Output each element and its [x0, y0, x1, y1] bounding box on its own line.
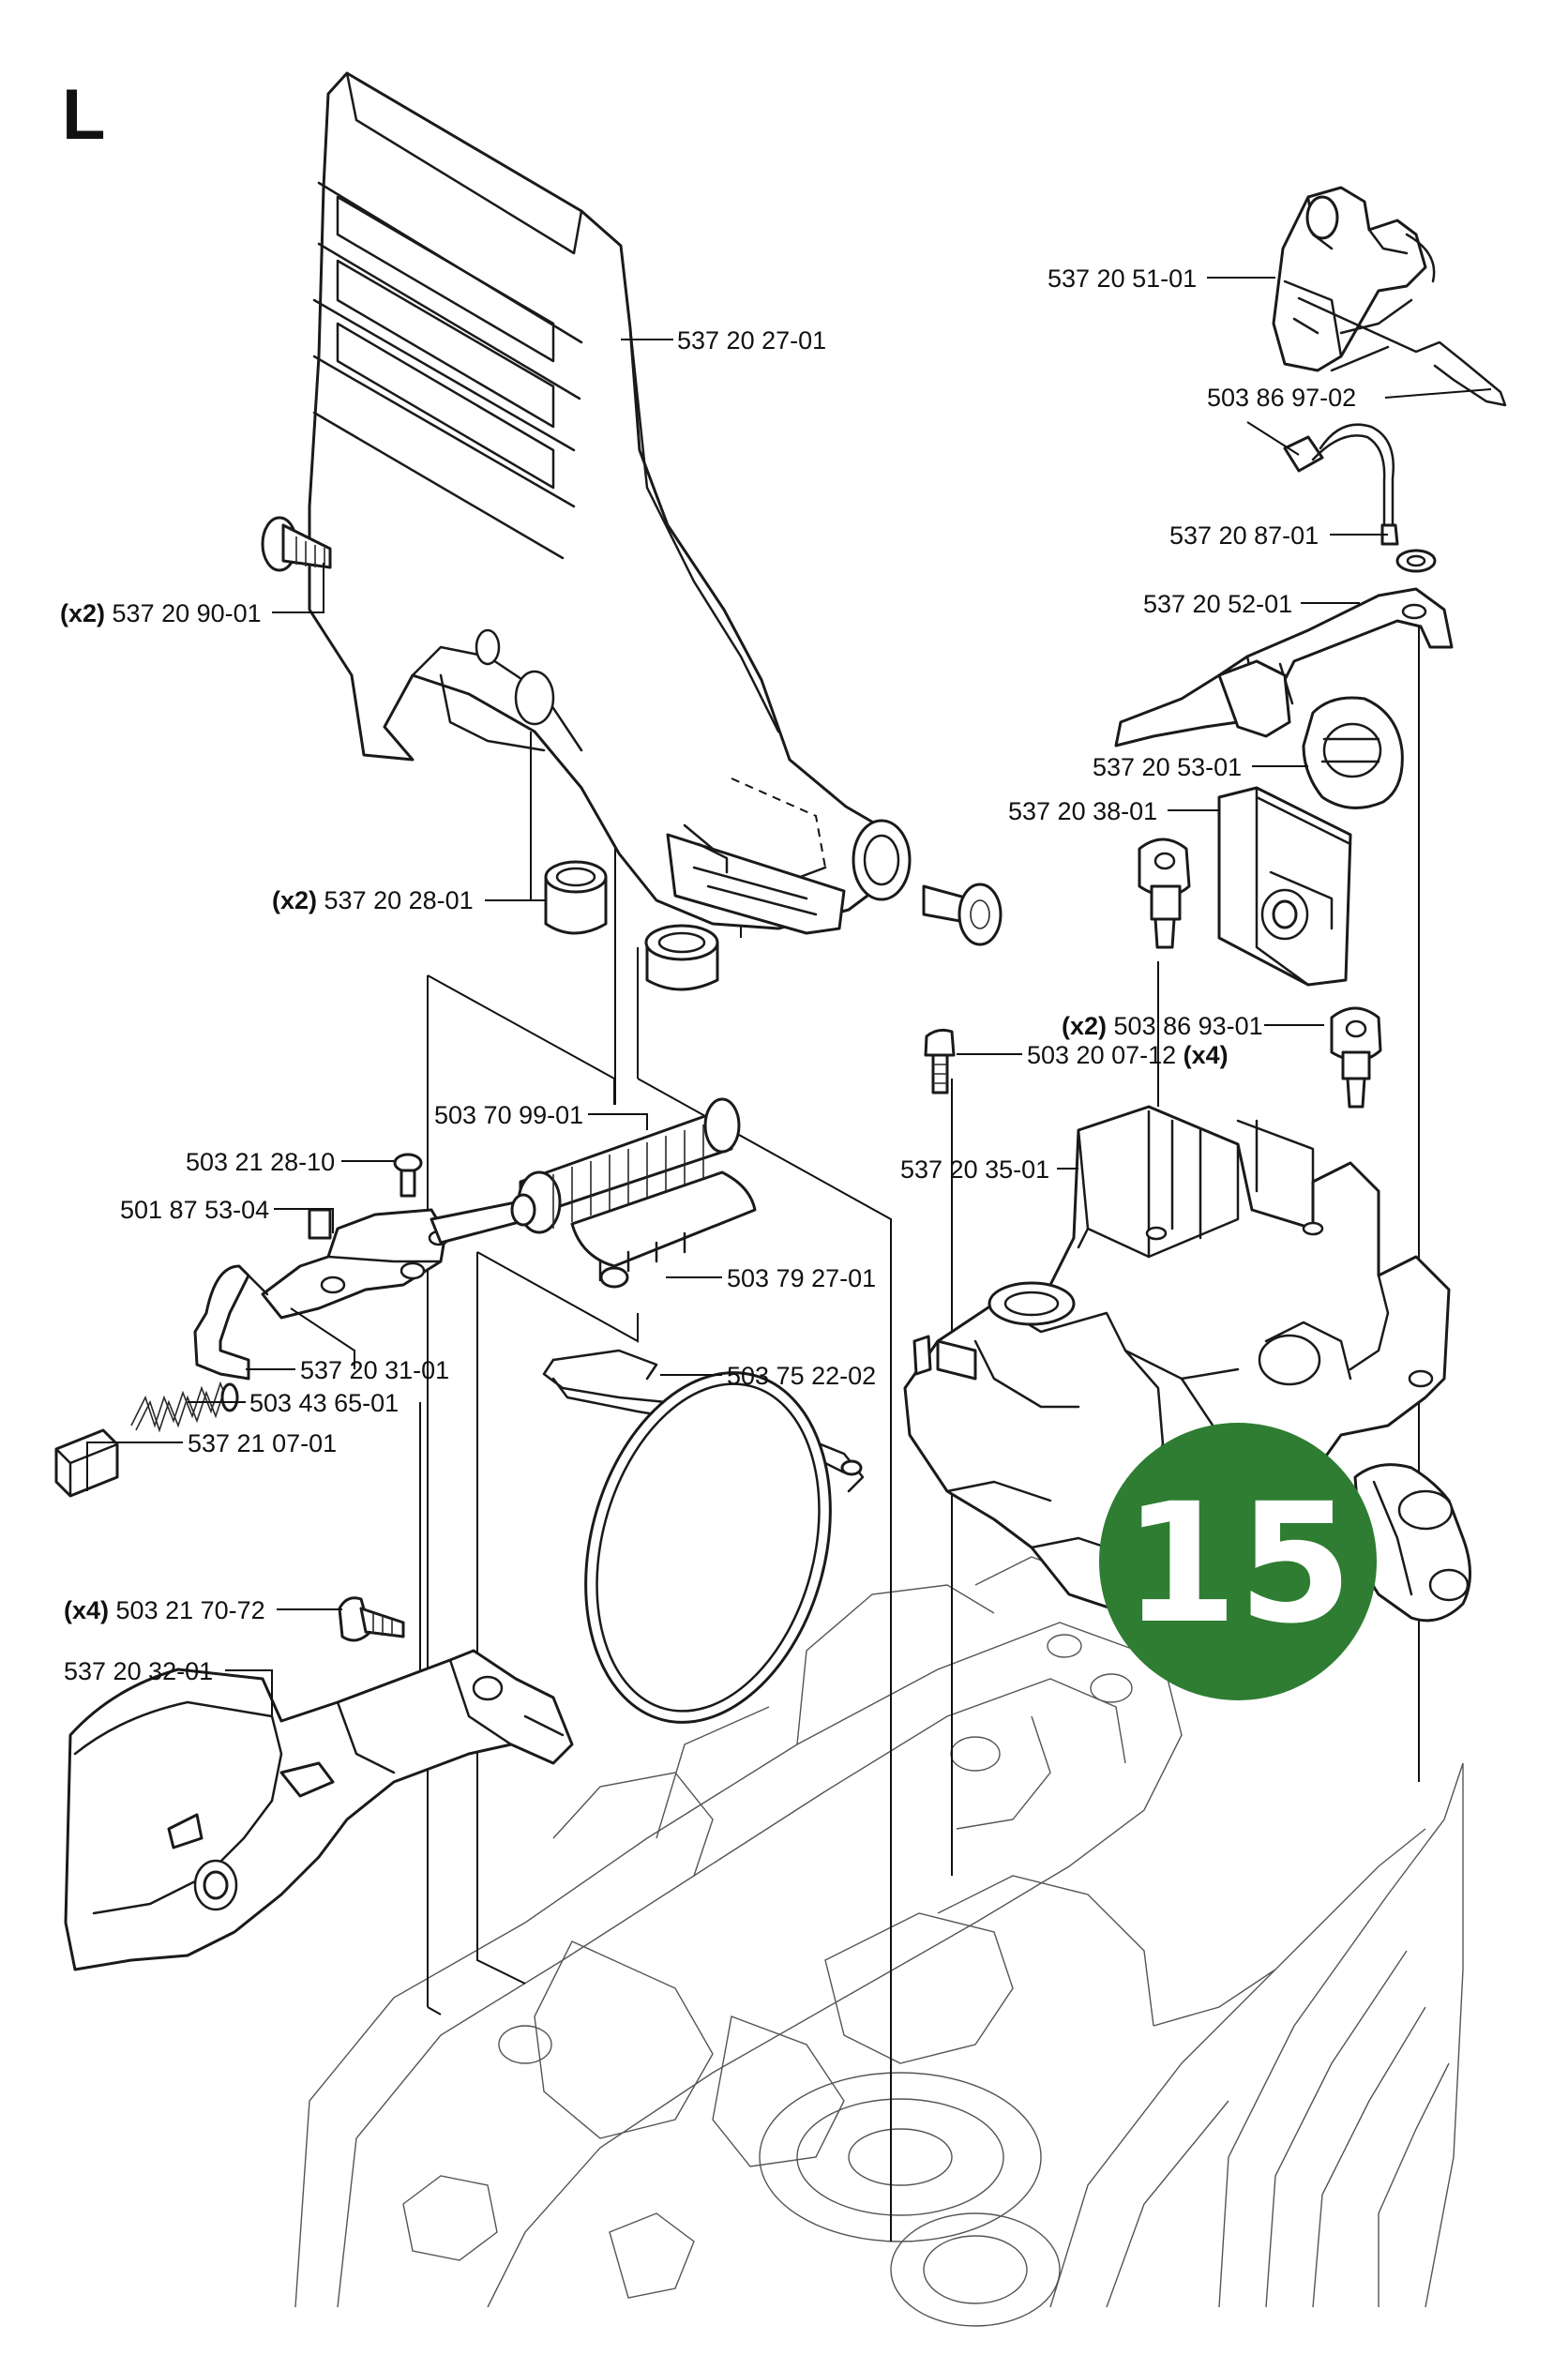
brake-housing-part [903, 1105, 1451, 1615]
part-label-4: 537 20 51-01 [1048, 264, 1197, 293]
part-label-21: (x4) 503 21 70-72 [64, 1596, 265, 1624]
grommet-part [1302, 696, 1404, 809]
bracket-part [1217, 659, 1291, 738]
part-label-5: 503 86 97-02 [1207, 384, 1356, 412]
part-label-13: 503 70 99-01 [434, 1101, 583, 1129]
brake-spring-part [517, 1097, 741, 1234]
control-plate-part [1217, 786, 1352, 987]
cable-part [1283, 423, 1437, 573]
part-label-22: 537 20 32-01 [64, 1657, 213, 1685]
part-label-3: (x2) 537 20 28-01 [272, 886, 474, 914]
part-label-11: 503 20 07-12 (x4) [1027, 1041, 1229, 1069]
part-label-1: 537 20 27-01 [677, 326, 826, 355]
bushing-part [544, 860, 719, 991]
screw-part [261, 516, 332, 572]
part-label-14: 503 21 28-10 [186, 1148, 335, 1176]
page-number-badge: 15 [1099, 1423, 1377, 1700]
handle-guard-part [308, 71, 912, 935]
brake-band-part [584, 1371, 832, 1724]
part-label-6: 537 20 87-01 [1169, 521, 1319, 550]
screw-small-part [393, 1153, 423, 1198]
part-label-15: 501 87 53-04 [120, 1196, 269, 1224]
part-label-20: 537 21 07-01 [188, 1429, 337, 1457]
bolt-part [924, 1028, 956, 1094]
part-labels: 537 20 27-01 (x2) 537 20 90-01 (x2) 537 … [60, 264, 1492, 1716]
throttle-trigger-part [1272, 186, 1436, 372]
part-label-10: (x2) 503 86 93-01 [1062, 1012, 1263, 1040]
section-letter: L [62, 75, 105, 155]
cable-clamp-part [1138, 838, 1382, 1109]
part-label-12: 537 20 35-01 [900, 1155, 1049, 1184]
brake-link-part [193, 1264, 269, 1381]
spring-wire-part [1297, 296, 1507, 407]
clutch-cover-part [64, 1649, 574, 1971]
part-label-8: 537 20 53-01 [1093, 753, 1242, 781]
part-label-9: 537 20 38-01 [1008, 797, 1157, 825]
crankcase-frame [294, 1556, 1464, 2327]
compression-spring-part [130, 1381, 239, 1433]
badge-circle [1099, 1423, 1377, 1700]
part-label-17: 537 20 31-01 [300, 1356, 449, 1384]
part-label-7: 537 20 52-01 [1143, 590, 1292, 618]
front-screw-part [922, 883, 1003, 946]
part-label-16: 503 79 27-01 [727, 1264, 876, 1292]
cap-screw-part [338, 1596, 405, 1642]
spring-cover-part [570, 1170, 757, 1289]
part-label-19: 503 43 65-01 [249, 1389, 399, 1417]
part-label-18: 503 75 22-02 [727, 1362, 876, 1390]
brake-lever-part [261, 1193, 536, 1320]
badge-number: 15 [1123, 1468, 1353, 1660]
part-label-2: (x2) 537 20 90-01 [60, 599, 262, 627]
